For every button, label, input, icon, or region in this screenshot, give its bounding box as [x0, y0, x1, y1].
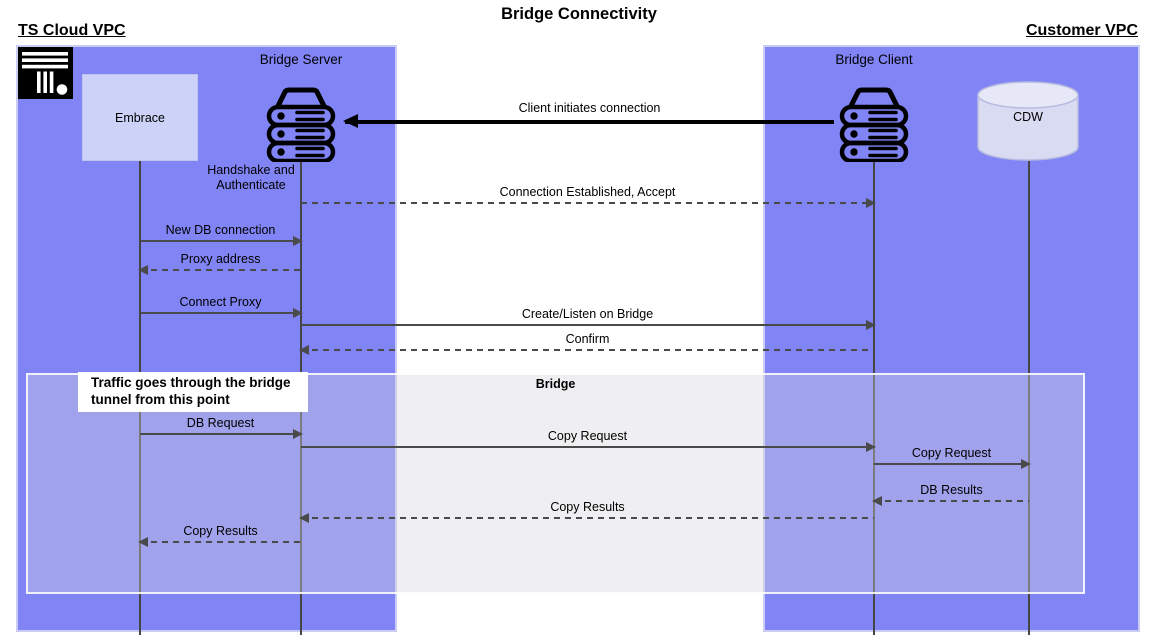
ts-cloud-vpc-region [16, 45, 397, 632]
message-label: DB Results [920, 483, 983, 497]
message-label: New DB connection [165, 223, 276, 237]
traffic-note: Traffic goes through the bridge tunnel f… [78, 372, 308, 412]
bridge-server-label: Bridge Server [259, 52, 343, 67]
arrowhead-left-icon [299, 513, 309, 523]
customer-vpc-label: Customer VPC [1025, 22, 1138, 39]
arrowhead-right-icon [293, 308, 303, 318]
arrow-line [140, 269, 301, 271]
arrow-line [140, 312, 301, 314]
bridge-overlay-label: Bridge [535, 377, 576, 391]
diagram-title: Bridge Connectivity [501, 5, 657, 23]
arrow-line [140, 433, 301, 435]
arrow-line [345, 120, 834, 124]
arrowhead-right-icon [866, 320, 876, 330]
arrowhead-right-icon [293, 236, 303, 246]
embrace-label: Embrace [114, 110, 166, 125]
lifeline-bridge-client [873, 161, 875, 635]
arrowhead-right-icon [1021, 459, 1031, 469]
arrow-line [301, 202, 874, 204]
message-label: Proxy address [180, 252, 261, 266]
arrowhead-right-icon [293, 429, 303, 439]
message-label: Copy Results [550, 500, 625, 514]
arrow-line [301, 517, 874, 519]
arrow-line [140, 541, 301, 543]
message-label: Connect Proxy [179, 295, 262, 309]
handshake-note: Handshake and Authenticate [207, 163, 295, 192]
bridge-client-label: Bridge Client [835, 52, 913, 67]
message-label: Confirm [565, 332, 610, 346]
message-label: Connection Established, Accept [499, 185, 676, 199]
cdw-label: CDW [1013, 110, 1043, 124]
arrow-line [140, 240, 301, 242]
lifeline-cdw [1028, 161, 1030, 635]
arrowhead-right-icon [866, 198, 876, 208]
message-label: Copy Request [547, 429, 628, 443]
arrowhead-left-icon [138, 265, 148, 275]
arrowhead-left-icon [872, 496, 882, 506]
message-label: Create/Listen on Bridge [521, 307, 654, 321]
bridge-server-icon [260, 82, 342, 164]
cdw-database-icon [974, 79, 1082, 163]
ts-cloud-vpc-label: TS Cloud VPC [18, 22, 126, 39]
message-label: Copy Results [183, 524, 258, 538]
arrowhead-right-icon [866, 442, 876, 452]
message-label: Copy Request [911, 446, 992, 460]
message-label: DB Request [186, 416, 255, 430]
embrace-node: Embrace [82, 74, 198, 161]
arrow-line [874, 500, 1029, 502]
bridge-client-icon [833, 82, 915, 164]
arrowhead-left-icon [138, 537, 148, 547]
arrow-line [301, 349, 874, 351]
message-label: Client initiates connection [518, 101, 661, 115]
arrow-line [874, 463, 1029, 465]
arrowhead-left-icon [299, 345, 309, 355]
arrow-line [301, 324, 874, 326]
thoughtspot-logo-icon [18, 47, 73, 99]
arrow-line [301, 446, 874, 448]
arrowhead-left-icon [343, 114, 358, 128]
